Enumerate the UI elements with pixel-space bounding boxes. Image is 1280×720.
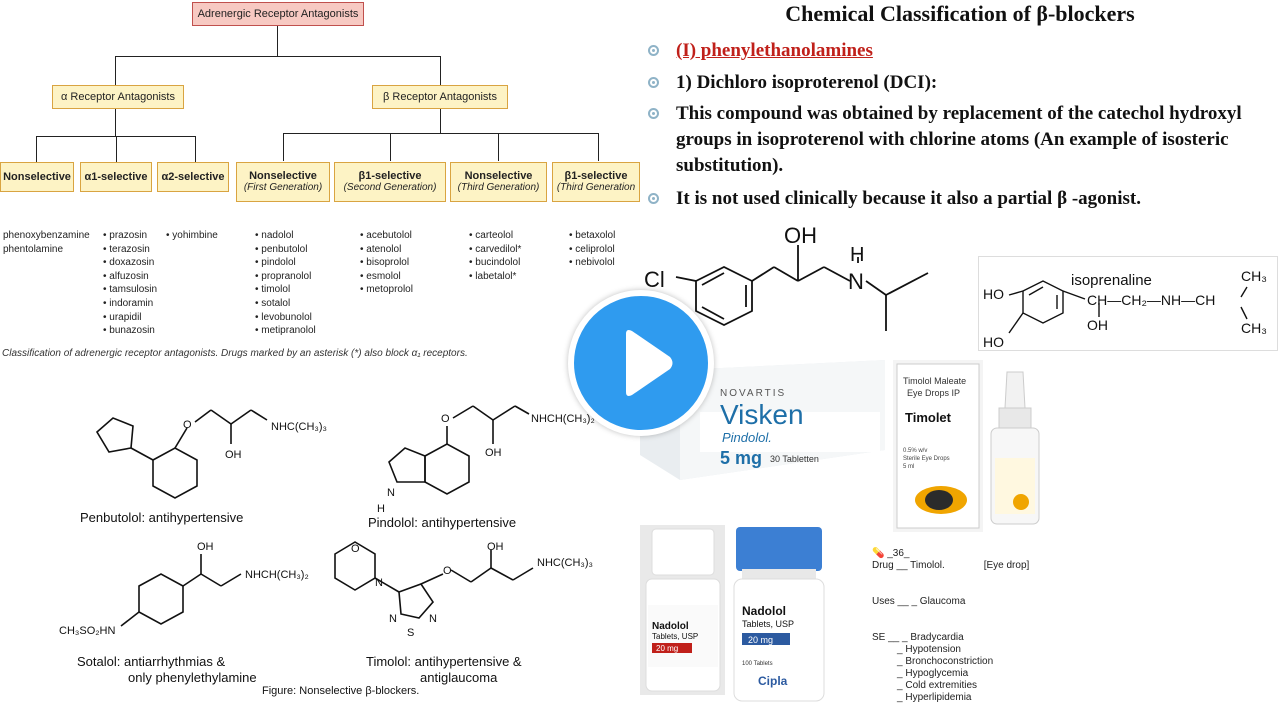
drugs-alpha2-selective: • yohimbine (166, 230, 218, 241)
handwritten-notes: 💊 _36_ Drug __ Timolol. [Eye drop] Uses … (872, 548, 1030, 703)
bullet-icon (648, 77, 659, 88)
svg-text:N: N (375, 577, 383, 589)
bullet-dci: 1) Dichloro isoproterenol (DCI): (648, 70, 1268, 96)
penbutolol-structure: O NHC(CH₃)₃ OH (95, 409, 327, 499)
svg-text:H: H (377, 503, 385, 515)
svg-text:OH: OH (197, 541, 214, 553)
figure-caption: Figure: Nonselective β-blockers. (262, 685, 420, 697)
svg-text:O: O (351, 543, 360, 555)
sotalol-label-1: Sotalol: antiarrhythmias & (77, 654, 226, 669)
tree-caption: Classification of adrenergic receptor an… (2, 348, 468, 359)
alpha-antagonists-box: α Receptor Antagonists (52, 85, 184, 109)
svg-text:NHCH(CH₃)₂: NHCH(CH₃)₂ (531, 413, 595, 425)
svg-text:Timolet: Timolet (905, 410, 952, 425)
svg-text:NHCH(CH₃)₂: NHCH(CH₃)₂ (245, 569, 309, 581)
alpha1-selective-box: α1-selective (80, 162, 152, 192)
svg-text:100 Tablets: 100 Tablets (742, 661, 773, 667)
svg-text:Pindolol.: Pindolol. (722, 430, 772, 445)
svg-text:S: S (407, 627, 414, 639)
tree-root-box: Adrenergic Receptor Antagonists (192, 2, 364, 26)
play-icon (626, 330, 673, 396)
svg-text:5 mg: 5 mg (720, 448, 762, 468)
svg-text:Nadolol: Nadolol (652, 621, 689, 632)
svg-text:NHC(CH₃)₃: NHC(CH₃)₃ (537, 557, 593, 569)
beta-nonselective-third-box: Nonselective(Third Generation) (450, 162, 547, 202)
svg-text:CH₃: CH₃ (1241, 268, 1267, 284)
dci-structure: Cl OH H N (644, 223, 929, 331)
svg-text:O: O (441, 413, 450, 425)
bullet-phenylethanolamines: (I) phenylethanolamines (648, 38, 1268, 64)
bullet-icon (648, 108, 659, 119)
svg-text:O: O (183, 419, 192, 431)
svg-text:HO: HO (983, 286, 1004, 302)
drugs-beta-third-gen-nonselective: • carteolol• carvedilol* • bucindolol• l… (469, 230, 522, 282)
svg-text:OH: OH (487, 541, 504, 553)
eye-drop-bottle-image (985, 368, 1045, 528)
svg-text:N: N (848, 269, 864, 294)
svg-text:Visken: Visken (720, 399, 804, 430)
timolol-label-1: Timolol: antihypertensive & (366, 654, 522, 669)
timolol-structure: O N O OH NHC(CH₃)₃ N S N (334, 541, 593, 639)
timolol-label-2: antiglaucoma (420, 670, 498, 685)
nadolol-bottle-image-2: Nadolol Tablets, USP 20 mg 100 Tablets C… (728, 525, 830, 705)
svg-text:CH₃SO₂HN: CH₃SO₂HN (59, 625, 115, 637)
svg-text:OH: OH (485, 447, 502, 459)
svg-text:N: N (389, 613, 397, 625)
play-button[interactable] (568, 290, 714, 436)
pindolol-structure: O NHCH(CH₃)₂ OH N H (377, 405, 595, 515)
beta-nonselective-first-box: Nonselective(First Generation) (236, 162, 330, 202)
svg-text:Sterile Eye Drops: Sterile Eye Drops (903, 456, 950, 462)
svg-text:OH: OH (1087, 317, 1108, 333)
svg-text:Cipla: Cipla (758, 674, 788, 688)
svg-text:NHC(CH₃)₃: NHC(CH₃)₃ (271, 421, 327, 433)
alpha-nonselective-box: Nonselective (0, 162, 74, 192)
drugs-alpha1-selective: • prazosin• terazosin • doxazosin• alfuz… (103, 230, 158, 337)
pindolol-label: Pindolol: antihypertensive (368, 515, 517, 530)
bullet-not-used: It is not used clinically because it als… (648, 186, 1268, 212)
svg-text:Tablets, USP: Tablets, USP (742, 619, 794, 629)
sotalol-structure: OH NHCH(CH₃)₂ CH₃SO₂HN (59, 541, 309, 637)
slide-title: Chemical Classification of β-blockers (785, 1, 1135, 26)
svg-text:N: N (387, 487, 395, 499)
drugs-beta1-third-gen: • betaxolol• celiprolol • nebivolol (569, 230, 616, 269)
svg-text:isoprenaline: isoprenaline (1071, 272, 1152, 289)
svg-text:H: H (850, 244, 864, 266)
beta1-selective-third-box: β1-selective(Third Generation (552, 162, 640, 202)
classification-tree: Adrenergic Receptor Antagonists α Recept… (0, 0, 640, 365)
svg-text:0.5% w/v: 0.5% w/v (903, 448, 927, 454)
svg-text:20 mg: 20 mg (656, 644, 678, 653)
svg-text:Cl: Cl (644, 267, 665, 292)
svg-text:5 ml: 5 ml (903, 464, 914, 470)
svg-text:20 mg: 20 mg (748, 635, 773, 645)
svg-text:HO: HO (983, 334, 1004, 350)
penbutolol-label: Penbutolol: antihypertensive (80, 510, 244, 525)
svg-text:Tablets, USP: Tablets, USP (652, 632, 698, 641)
nadolol-bottle-image-1: Nadolol Tablets, USP 20 mg (640, 525, 725, 695)
svg-text:N: N (429, 613, 437, 625)
molecule-panel: O NHC(CH₃)₃ OH Penbutolol: antihypertens… (0, 370, 630, 705)
svg-text:O: O (443, 565, 452, 577)
bullet-icon (648, 193, 659, 204)
drugs-beta-second-gen: • acebutolol• atenolol • bisoprolol• esm… (360, 230, 413, 296)
alpha2-selective-box: α2-selective (157, 162, 229, 192)
svg-text:NOVARTIS: NOVARTIS (720, 388, 786, 399)
sotalol-label-2: only phenylethylamine (128, 670, 257, 685)
svg-text:OH: OH (784, 223, 817, 248)
svg-text:OH: OH (225, 449, 242, 461)
timolet-box-image: Timolol Maleate Eye Drops IP Timolet 0.5… (893, 360, 983, 532)
isoprenaline-structure: isoprenaline HO HO CH—CH₂—NH—CH OH CH₃ C… (983, 268, 1267, 350)
drugs-beta-first-gen: • nadolol• penbutolol • pindolol• propra… (255, 230, 316, 337)
svg-text:CH—CH₂—NH—CH: CH—CH₂—NH—CH (1087, 292, 1215, 308)
svg-text:30 Tabletten: 30 Tabletten (770, 454, 819, 464)
bullet-icon (648, 45, 659, 56)
bullet-description: This compound was obtained by replacemen… (648, 101, 1268, 179)
svg-text:Timolol Maleate: Timolol Maleate (903, 376, 966, 386)
beta1-selective-second-box: β1-selective(Second Generation) (334, 162, 446, 202)
svg-text:Nadolol: Nadolol (742, 604, 786, 618)
svg-text:CH₃: CH₃ (1241, 320, 1267, 336)
isoprenaline-card: isoprenaline HO HO CH—CH₂—NH—CH OH CH₃ C… (978, 256, 1278, 351)
beta-antagonists-box: β Receptor Antagonists (372, 85, 508, 109)
svg-text:Eye Drops IP: Eye Drops IP (907, 388, 960, 398)
